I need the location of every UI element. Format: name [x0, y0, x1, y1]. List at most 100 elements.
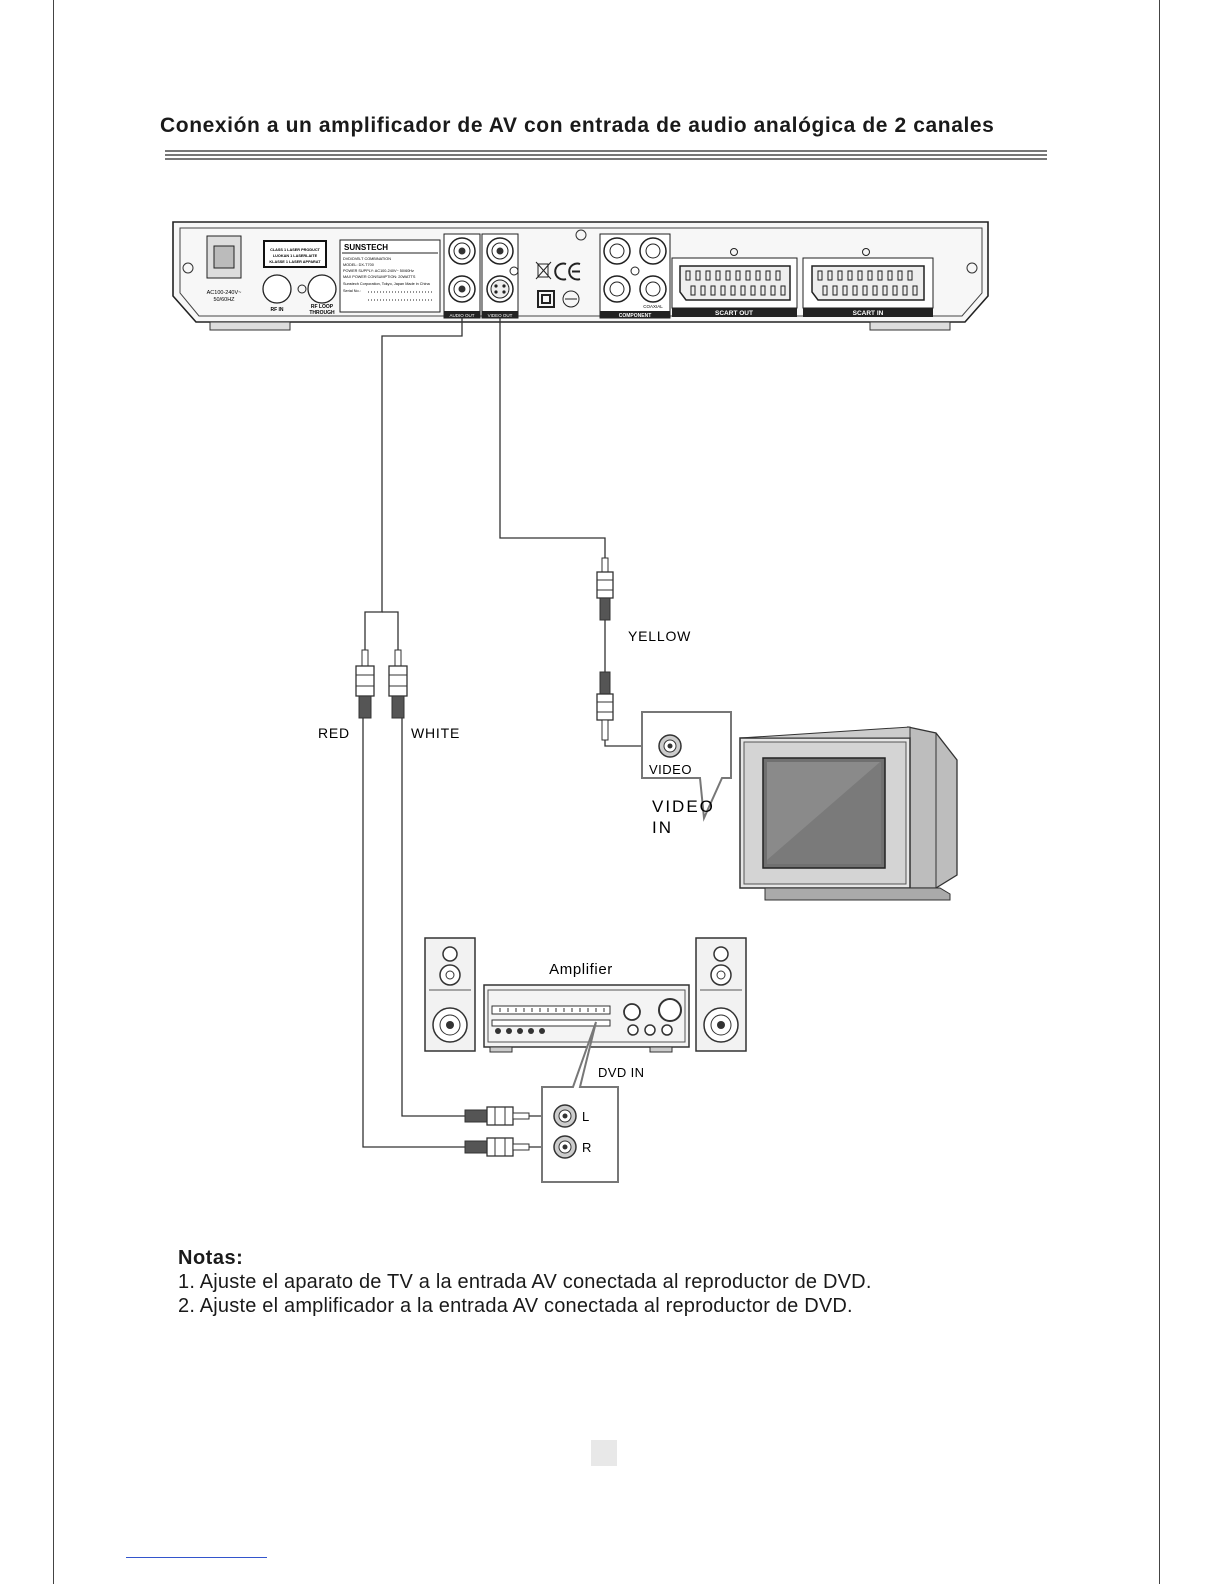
double-insulation-icon — [537, 290, 555, 308]
recycle-icon — [562, 290, 580, 308]
scart-pin — [837, 270, 843, 281]
rca-plug-left-input — [464, 1106, 560, 1126]
red-cable — [364, 318, 463, 650]
cables — [362, 318, 660, 1148]
scart-pin — [862, 285, 868, 296]
page-title: Conexión a un amplificador de AV con ent… — [160, 114, 995, 137]
video-in-label-line1: VIDEO — [652, 797, 715, 816]
power-frequency: 50/60HZ — [213, 297, 235, 303]
scart-pin — [887, 270, 893, 281]
scart-pin — [690, 285, 696, 296]
scart-pin — [700, 285, 706, 296]
notes-heading: Notas: — [178, 1247, 244, 1269]
svg-text:AUDIO OUT: AUDIO OUT — [449, 313, 474, 318]
brand-logo: SUNSTECH — [344, 243, 388, 252]
scart-pin — [710, 285, 716, 296]
red-cable-lower — [362, 718, 467, 1148]
scart-pin — [902, 285, 908, 296]
video-in-label-line2: IN — [652, 818, 673, 837]
notes-section: Notas: 1. Ajuste el aparato de TV a la e… — [178, 1246, 872, 1318]
scart-pin — [832, 285, 838, 296]
svg-text:KLASSE 1 LASER APPARAT: KLASSE 1 LASER APPARAT — [269, 260, 321, 264]
scart-pin — [912, 285, 918, 296]
svg-text:MAX POWER CONSUMPTION: 20WATTS: MAX POWER CONSUMPTION: 20WATTS — [343, 275, 416, 279]
dvd-rear-panel: AC100-240V~ 50/60HZ CLASS 1 LASER PRODUC… — [172, 221, 989, 331]
scart-pin — [817, 270, 823, 281]
scart-pin — [695, 270, 701, 281]
laser-label — [263, 240, 327, 268]
svg-text:POWER SUPPLY: AC100-240V~ 50/6: POWER SUPPLY: AC100-240V~ 50/60Hz — [343, 269, 414, 273]
scart-pin — [867, 270, 873, 281]
rca-plug-red — [355, 649, 375, 719]
page-border-right — [1159, 0, 1160, 1584]
svg-text:LUOKAN 1 LASERLAITE: LUOKAN 1 LASERLAITE — [273, 254, 318, 258]
scart-out-connector: SCART OUT — [671, 248, 798, 317]
svg-text:THROUGH: THROUGH — [309, 310, 335, 316]
scart-pin — [897, 270, 903, 281]
scart-pin — [780, 285, 786, 296]
scart-pin — [755, 270, 761, 281]
left-speaker — [424, 937, 476, 1052]
scart-pin — [882, 285, 888, 296]
video-jack-label: VIDEO — [649, 762, 692, 777]
white-cable-lower — [401, 718, 467, 1117]
scart-pin — [872, 285, 878, 296]
svg-text:COMPONENT: COMPONENT — [619, 313, 652, 319]
note-item: 1. Ajuste el aparato de TV a la entrada … — [178, 1271, 872, 1293]
white-cable-branch — [382, 611, 399, 650]
scart-pin — [705, 270, 711, 281]
svg-text:RF IN: RF IN — [270, 307, 283, 313]
screw-icon — [182, 262, 194, 274]
ce-mark-icon — [554, 262, 581, 281]
yellow-cable — [499, 318, 606, 558]
svg-text:MODEL: DX-T700: MODEL: DX-T700 — [343, 263, 374, 267]
right-channel-label: R — [582, 1140, 591, 1155]
title-rule-top — [165, 150, 1047, 152]
scart-pin — [730, 285, 736, 296]
scart-pin — [740, 285, 746, 296]
scart-pin — [847, 270, 853, 281]
scart-pin — [827, 270, 833, 281]
page-number-box — [591, 1440, 617, 1466]
white-label: WHITE — [411, 725, 460, 741]
yellow-label: YELLOW — [628, 628, 691, 644]
amp-knob-small — [623, 1003, 641, 1021]
svg-text:SCART IN: SCART IN — [853, 310, 884, 317]
amplifier — [483, 984, 690, 1053]
rf-loop-jack — [307, 274, 337, 304]
scart-pin — [907, 270, 913, 281]
scart-pin — [760, 285, 766, 296]
video-in-callout: VIDEO — [641, 711, 732, 822]
rca-plug-right-input — [464, 1137, 560, 1157]
footer-link-underline — [126, 1557, 267, 1558]
scart-in-connector: SCART IN — [802, 248, 934, 317]
scart-pin — [745, 270, 751, 281]
scart-pin — [822, 285, 828, 296]
dvd-in-label: DVD IN — [598, 1065, 644, 1080]
amplifier-label: Amplifier — [549, 961, 613, 978]
rca-plug-white — [388, 649, 408, 719]
screw-icon — [966, 262, 978, 274]
rf-in-jack — [262, 274, 292, 304]
right-speaker — [695, 937, 747, 1052]
scart-pin — [720, 285, 726, 296]
scart-pin — [685, 270, 691, 281]
svg-text:RF LOOP: RF LOOP — [311, 304, 334, 310]
scart-pin — [750, 285, 756, 296]
weee-icon — [535, 261, 552, 280]
scart-pin — [725, 270, 731, 281]
scart-pin — [735, 270, 741, 281]
scart-pin — [775, 270, 781, 281]
svg-text:SCART OUT: SCART OUT — [715, 310, 753, 317]
rca-plug-yellow-top — [596, 557, 614, 621]
scart-pin — [842, 285, 848, 296]
screw-icon — [575, 229, 587, 241]
red-label: RED — [318, 725, 350, 741]
dvd-in-callout: L R — [541, 1021, 619, 1183]
svg-text:VIDEO OUT: VIDEO OUT — [488, 313, 513, 318]
rca-plug-yellow-bottom — [596, 671, 614, 741]
title-rule-bottom — [165, 158, 1047, 160]
scart-pin — [892, 285, 898, 296]
scart-pin — [852, 285, 858, 296]
